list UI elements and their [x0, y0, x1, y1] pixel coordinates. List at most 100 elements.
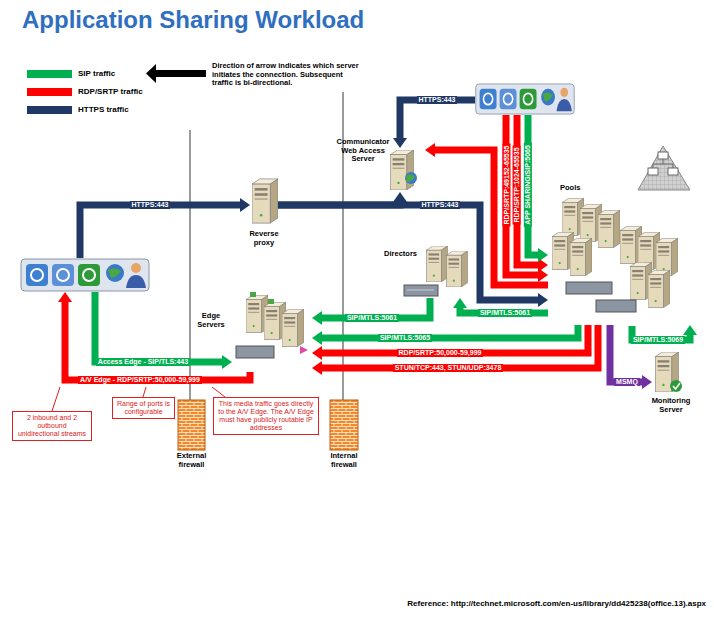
- connector-label: RDP/SRTP:50,000-59,999: [397, 349, 484, 357]
- legend-swatch: [27, 88, 72, 96]
- connector: [312, 325, 588, 360]
- callout-text: Range of ports is configurable: [116, 400, 171, 416]
- connector: [312, 325, 578, 345]
- monitoring-server: Monitoring Server: [652, 350, 690, 395]
- arrow-head: [312, 331, 322, 345]
- arrow-head: [425, 143, 435, 157]
- line-label: SIP/MTLS:5069: [631, 336, 685, 344]
- network-icon: [638, 146, 690, 190]
- callout-leaders: [143, 387, 146, 397]
- server-icons: [570, 238, 592, 275]
- node-label: Reverse proxy: [249, 230, 278, 247]
- arrow-head: [312, 361, 322, 375]
- server-icons: [405, 172, 417, 184]
- server-icons: [596, 300, 636, 312]
- network-icon: [658, 152, 668, 159]
- server-icons: [300, 346, 308, 354]
- node-label: Communicator Web Access Server: [332, 138, 394, 164]
- firewall-icons: [330, 400, 358, 450]
- legend-text: RDP/SRTP traffic: [78, 87, 143, 96]
- callout-leaders: [52, 387, 60, 411]
- node-label: Pools: [560, 184, 580, 193]
- client-icons: [476, 84, 574, 114]
- server-icons: [407, 290, 434, 291]
- callout-text: This media traffic goes directly to the …: [217, 400, 315, 432]
- server-icons: [426, 246, 447, 282]
- server-icons: [236, 346, 274, 358]
- client-connection-lines: [538, 248, 548, 262]
- callout-box: 2 inbound and 2 outbound unidirectional …: [12, 411, 92, 441]
- firewall: External firewall: [178, 400, 205, 450]
- legend-arrow-sample: [146, 64, 206, 83]
- client-connection-lines: [683, 325, 697, 335]
- client-connection-lines: [65, 302, 250, 380]
- callout-box: This media traffic goes directly to the …: [213, 397, 319, 435]
- legend-swatch: [27, 70, 72, 78]
- network-icon: [668, 168, 678, 175]
- server-icons: [236, 150, 682, 392]
- arrow-head: [453, 298, 467, 308]
- legend-text: HTTPS traffic: [78, 105, 129, 114]
- line-label: HTTPS:443: [130, 201, 171, 209]
- connector-label: HTTPS:443: [420, 201, 461, 209]
- node-label: Internal firewall: [330, 452, 358, 469]
- connector-line: [322, 325, 578, 338]
- line-label: HTTPS:443: [417, 96, 458, 104]
- server-icons: [598, 210, 620, 247]
- callout-leaders: [212, 387, 225, 397]
- reverse-proxy: Reverse proxy: [250, 175, 278, 228]
- client-connection-lines: [393, 138, 407, 148]
- arrow-head: [312, 311, 322, 325]
- server-icons: [282, 309, 304, 346]
- server-pool: Pools: [548, 195, 690, 325]
- connector: [312, 325, 598, 375]
- client-connection-lines: [240, 198, 250, 212]
- client-connection-lines: [80, 205, 240, 258]
- server-icons: [250, 292, 256, 297]
- server-icons: [252, 179, 278, 223]
- arrow-head: [642, 375, 652, 389]
- callout-box: Range of ports is configurable: [112, 397, 175, 419]
- server-icons: [446, 251, 467, 287]
- node-label: Monitoring Server: [652, 397, 691, 414]
- line-label: Access Edge - SIP/TLS:443: [96, 358, 190, 366]
- line-label: RDP/SRTP:1024-65535: [513, 145, 521, 224]
- node-label: Edge Servers: [193, 312, 229, 329]
- client-connection-lines: [400, 100, 475, 138]
- arrow-head: [538, 293, 548, 307]
- server-icons: [268, 299, 274, 304]
- server-icons: [566, 282, 612, 294]
- web-access-server: Communicator Web Access Server: [388, 148, 425, 192]
- legend-note: Direction of arrow indicates which serve…: [212, 62, 360, 88]
- connector: [610, 325, 652, 389]
- reference-note: Reference: http://technet.microsoft.com/…: [407, 599, 706, 608]
- connector-label: SIP/MTLS:5061: [478, 309, 532, 317]
- connector-line: [610, 325, 642, 382]
- callout-text: 2 inbound and 2 outbound unidirectional …: [16, 414, 88, 438]
- legend-swatch: [27, 106, 72, 114]
- line-label: A/V Edge - RDP/SRTP:50,000-59,999: [78, 376, 202, 384]
- client-connection-lines: [506, 115, 538, 275]
- line-label: APP SHARING/SIP:5065: [524, 143, 532, 227]
- connector: [312, 298, 430, 325]
- client-connection-lines: [222, 355, 232, 369]
- network-icon: [648, 168, 658, 175]
- node-label: External firewall: [177, 452, 207, 469]
- server-icons: [670, 380, 682, 392]
- connector-label: STUN/TCP:443, STUN/UDP:3478: [393, 364, 504, 372]
- firewall: Internal firewall: [330, 400, 358, 450]
- edge-servers: Edge Servers: [232, 292, 312, 372]
- client-connection-lines: [58, 100, 697, 380]
- network-icon: [653, 159, 673, 168]
- node-label: Directors: [384, 250, 417, 259]
- client-icons: [21, 259, 149, 291]
- server-icons: [390, 150, 414, 190]
- legend-text: SIP traffic: [78, 69, 115, 78]
- client-connection-lines: [58, 292, 72, 302]
- legend-arrow-sample: [156, 70, 206, 77]
- connector: [425, 143, 548, 285]
- connector-label: SIP/MTLS:5065: [378, 334, 432, 342]
- server-icons: [406, 174, 415, 182]
